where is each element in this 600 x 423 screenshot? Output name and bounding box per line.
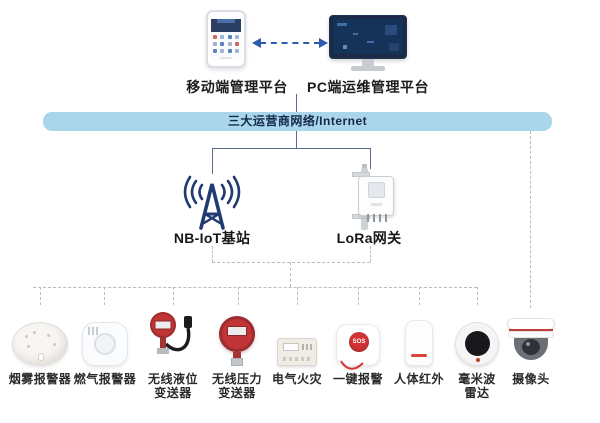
smoke-alarm-icon bbox=[12, 322, 68, 366]
device-drop-line bbox=[238, 287, 239, 305]
device-smoke-alarm: 烟雾报警器 bbox=[6, 306, 74, 386]
device-liquid-level-transmitter: 无线液位 变送器 bbox=[139, 306, 207, 400]
mmwave-radar-icon bbox=[455, 322, 499, 366]
branch-horizontal-line bbox=[212, 148, 371, 149]
dashed-merge-line bbox=[212, 262, 370, 263]
alarm-lanyard bbox=[340, 360, 364, 370]
device-drop-line bbox=[477, 287, 478, 305]
device-drop-line bbox=[104, 287, 105, 305]
mobile-phone-icon bbox=[206, 10, 246, 68]
device-drop-line bbox=[419, 287, 420, 305]
dashed-device-bus bbox=[33, 287, 477, 288]
dome-camera-icon bbox=[507, 316, 555, 366]
device-drop-line bbox=[173, 287, 174, 305]
nbiot-antenna-icon bbox=[183, 175, 241, 230]
one-key-alarm-icon: SOS bbox=[336, 324, 380, 370]
phone-screen bbox=[211, 17, 241, 60]
dashed-line-camera bbox=[530, 131, 531, 308]
branch-line-nbiot bbox=[212, 148, 213, 174]
device-gas-alarm: 燃气报警器 bbox=[71, 306, 139, 386]
internet-network-bar: 三大运营商网络/Internet bbox=[43, 112, 552, 131]
lora-label: LoRa网关 bbox=[336, 230, 402, 246]
device-one-key-alarm: SOS 一键报警 bbox=[324, 306, 392, 386]
device-camera: 摄像头 bbox=[497, 306, 565, 386]
dashed-center-drop bbox=[290, 262, 291, 287]
device-drop-line bbox=[297, 287, 298, 305]
device-mmwave-radar: 毫米波 雷达 bbox=[443, 306, 511, 400]
device-drop-line bbox=[358, 287, 359, 305]
device-drop-line bbox=[40, 287, 41, 305]
device-electrical-fire: 电气火灾 bbox=[263, 306, 331, 386]
dashed-drop-lora bbox=[370, 246, 371, 262]
pc-platform-label: PC端运维管理平台 bbox=[307, 79, 429, 95]
branch-line-lora bbox=[370, 148, 371, 169]
device-pressure-transmitter: 无线压力 变送器 bbox=[203, 306, 271, 400]
connector-bar-to-branch bbox=[296, 131, 297, 148]
sync-arrow-icon bbox=[252, 37, 328, 49]
liquid-level-transmitter-icon bbox=[150, 312, 192, 354]
sos-button: SOS bbox=[349, 332, 369, 352]
monitor-dashboard bbox=[333, 19, 403, 54]
electrical-fire-monitor-icon bbox=[277, 338, 317, 366]
pc-monitor-icon bbox=[329, 15, 407, 73]
lora-gateway-icon bbox=[342, 164, 396, 230]
device-human-infrared: 人体红外 bbox=[385, 306, 453, 386]
nbiot-label: NB-IoT基站 bbox=[173, 230, 251, 246]
pir-sensor-icon bbox=[405, 320, 433, 366]
pressure-transmitter-icon bbox=[219, 316, 255, 366]
connector-platforms-to-bar bbox=[296, 94, 297, 112]
mobile-platform-label: 移动端管理平台 bbox=[186, 79, 288, 95]
dashed-drop-nbiot bbox=[212, 246, 213, 262]
gas-alarm-icon bbox=[82, 322, 128, 366]
